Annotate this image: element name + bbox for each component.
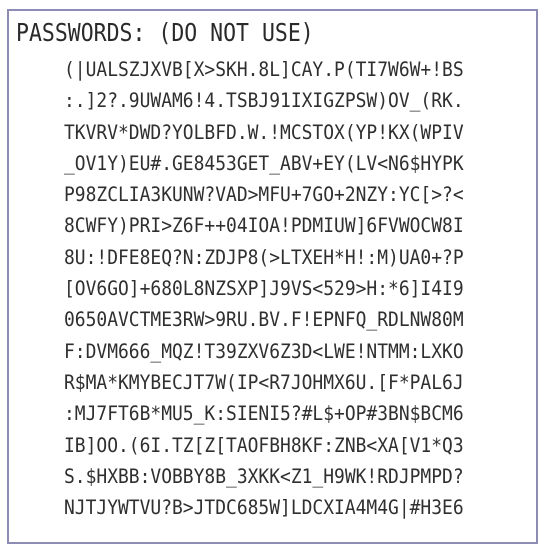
password-line: :.]2?.9UWAM6!4.TSBJ91IXIGZPSW)OV_(RK. bbox=[64, 89, 464, 113]
password-line: F:DVM666_MQZ!T39ZXV6Z3D<LWE!NTMM:LXKO bbox=[64, 339, 464, 363]
password-line: NJTJYWTVU?B>JTDC685W]LDCXIA4M4G|#H3E6 bbox=[64, 496, 464, 520]
password-card bbox=[7, 9, 538, 544]
password-line: P98ZCLIA3KUNW?VAD>MFU+7GO+2NZY:YC[>?< bbox=[64, 183, 464, 207]
password-line: 0650AVCTME3RW>9RU.BV.F!EPNFQ_RDLNW80M bbox=[64, 308, 464, 332]
password-line: (|UALSZJXVB[X>SKH.8L]CAY.P(TI7W6W+!BS bbox=[64, 58, 464, 81]
password-line: 8CWFY)PRI>Z6F++04IOA!PDMIUW]6FVWOCW8I bbox=[64, 214, 464, 238]
password-line: :MJ7FT6B*MU5_K:SIENI5?#L$+OP#3BN$BCM6 bbox=[64, 402, 464, 426]
password-line: IB]OO.(6I.TZ[Z[TAOFBH8KF:ZNB<XA[V1*Q3 bbox=[64, 433, 464, 457]
password-line: _OV1Y)EU#.GE8453GET_ABV+EY(LV<N6$HYPK bbox=[64, 151, 464, 175]
password-line: S.$HXBB:VOBBY8B_3XKK<Z1_H9WK!RDJPMPD? bbox=[64, 464, 464, 488]
password-list: (|UALSZJXVB[X>SKH.8L]CAY.P(TI7W6W+!BS :.… bbox=[64, 54, 498, 523]
password-line: [OV6GO]+680L8NZSXP]J9VS<529>H:*6]I4I9 bbox=[64, 277, 464, 301]
password-line: 8U:!DFE8EQ?N:ZDJP8(>LTXEH*H!:M)UA0+?P bbox=[64, 245, 464, 269]
card-title: PASSWORDS: (DO NOT USE) bbox=[16, 18, 314, 47]
password-line: R$MA*KMYBECJT7W(IP<R7JOHMX6U.[F*PAL6J bbox=[64, 370, 464, 394]
password-line: TKVRV*DWD?YOLBFD.W.!MCSTOX(YP!KX(WPIV bbox=[64, 120, 464, 144]
